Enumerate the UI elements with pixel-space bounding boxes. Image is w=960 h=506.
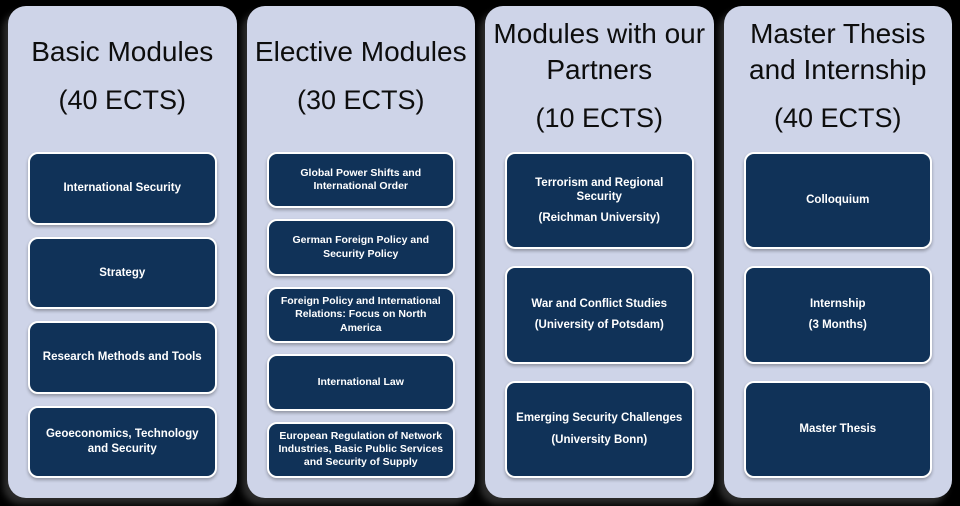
module-label: Global Power Shifts and International Or…: [300, 167, 422, 193]
module-label: International Security: [63, 182, 182, 195]
column-title: Elective Modules: [254, 35, 467, 67]
module-sublabel: (University of Potsdam): [534, 319, 664, 332]
column-header: Elective Modules (30 ECTS): [247, 6, 476, 146]
module-box: Terrorism and Regional Security (Reichma…: [505, 152, 694, 250]
module-label: Foreign Policy and International Relatio…: [280, 295, 441, 334]
module-box: International Law: [266, 354, 455, 411]
module-sublabel: (University Bonn): [551, 433, 648, 446]
column-header: Basic Modules (40 ECTS): [8, 6, 237, 146]
module-list: International Security Strategy Research…: [28, 152, 217, 478]
column-title: Modules with our Partners: [493, 17, 706, 86]
module-label: International Law: [317, 375, 404, 388]
column-ects: (30 ECTS): [296, 84, 425, 115]
column-partner-modules: Modules with our Partners (10 ECTS) Terr…: [485, 6, 714, 498]
module-box: Strategy: [28, 236, 217, 309]
module-label: Emerging Security Challenges: [516, 412, 683, 425]
module-box: Master Thesis: [743, 380, 932, 478]
column-title: Basic Modules: [31, 35, 214, 67]
module-label: Research Methods and Tools: [42, 351, 202, 364]
module-label: Master Thesis: [799, 423, 877, 436]
column-ects: (40 ECTS): [58, 84, 187, 115]
module-list: Global Power Shifts and International Or…: [266, 152, 455, 479]
module-label: Geoeconomics, Technology and Security: [45, 428, 199, 455]
module-label: Strategy: [99, 266, 146, 279]
module-box: German Foreign Policy and Security Polic…: [266, 219, 455, 276]
module-box: Internship (3 Months): [743, 266, 932, 364]
module-sublabel: (3 Months): [808, 319, 867, 332]
module-box: Foreign Policy and International Relatio…: [266, 286, 455, 344]
module-label: German Foreign Policy and Security Polic…: [292, 234, 430, 260]
module-label: European Regulation of Network Industrie…: [278, 430, 444, 469]
column-title: Master Thesis and Internship: [749, 17, 927, 86]
column-basic-modules: Basic Modules (40 ECTS) International Se…: [8, 6, 237, 498]
module-sublabel: (Reichman University): [538, 212, 660, 225]
module-box: War and Conflict Studies (University of …: [505, 266, 694, 364]
module-list: Colloquium Internship (3 Months) Master …: [743, 152, 932, 478]
module-list: Terrorism and Regional Security (Reichma…: [505, 152, 694, 478]
module-label: Colloquium: [806, 194, 870, 207]
column-elective-modules: Elective Modules (30 ECTS) Global Power …: [246, 6, 476, 498]
module-box: Research Methods and Tools: [28, 321, 217, 394]
column-ects: (10 ECTS): [535, 103, 664, 134]
column-header: Master Thesis and Internship (40 ECTS): [724, 6, 953, 146]
module-box: Colloquium: [743, 152, 932, 250]
column-thesis-internship: Master Thesis and Internship (40 ECTS) C…: [723, 6, 953, 498]
module-label: War and Conflict Studies: [531, 298, 668, 311]
module-label: Internship: [809, 298, 866, 311]
module-box: Global Power Shifts and International Or…: [266, 152, 455, 209]
module-box: Emerging Security Challenges (University…: [505, 380, 694, 478]
column-header: Modules with our Partners (10 ECTS): [485, 6, 714, 146]
module-box: International Security: [28, 152, 217, 225]
column-ects: (40 ECTS): [773, 103, 902, 134]
module-box: European Regulation of Network Industrie…: [266, 421, 455, 479]
module-box: Geoeconomics, Technology and Security: [28, 405, 217, 478]
module-label: Terrorism and Regional Security: [535, 176, 664, 203]
